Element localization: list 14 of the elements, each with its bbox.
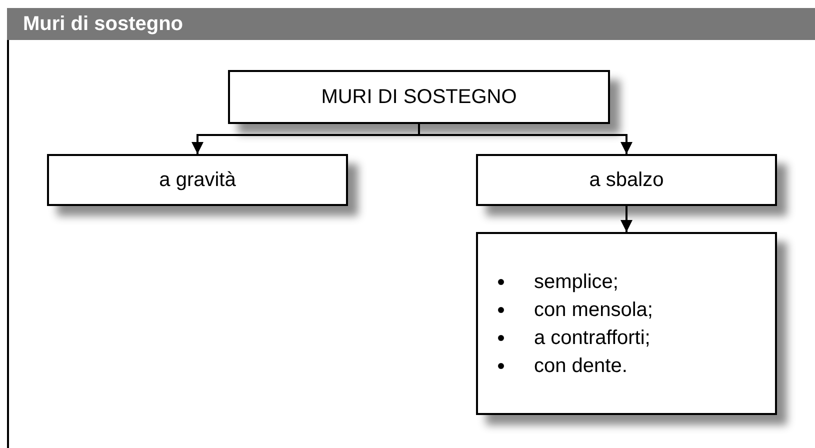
list-item: a contrafforti; — [534, 326, 650, 350]
process-box — [47, 154, 348, 206]
list-item: con mensola; — [534, 298, 653, 322]
process-box — [228, 70, 610, 124]
list-item: semplice; — [534, 270, 618, 294]
box-label: a gravità — [158, 168, 237, 193]
list-box — [476, 232, 777, 415]
box-label: MURI DI SOSTEGNO — [320, 85, 518, 110]
box-label: a sbalzo — [588, 168, 665, 193]
connector-arrow — [418, 124, 632, 154]
process-box — [476, 154, 777, 206]
connector-arrow — [620, 206, 632, 232]
list-item: con dente. — [534, 354, 628, 378]
title-bar: Muri di sostegno — [7, 8, 815, 40]
